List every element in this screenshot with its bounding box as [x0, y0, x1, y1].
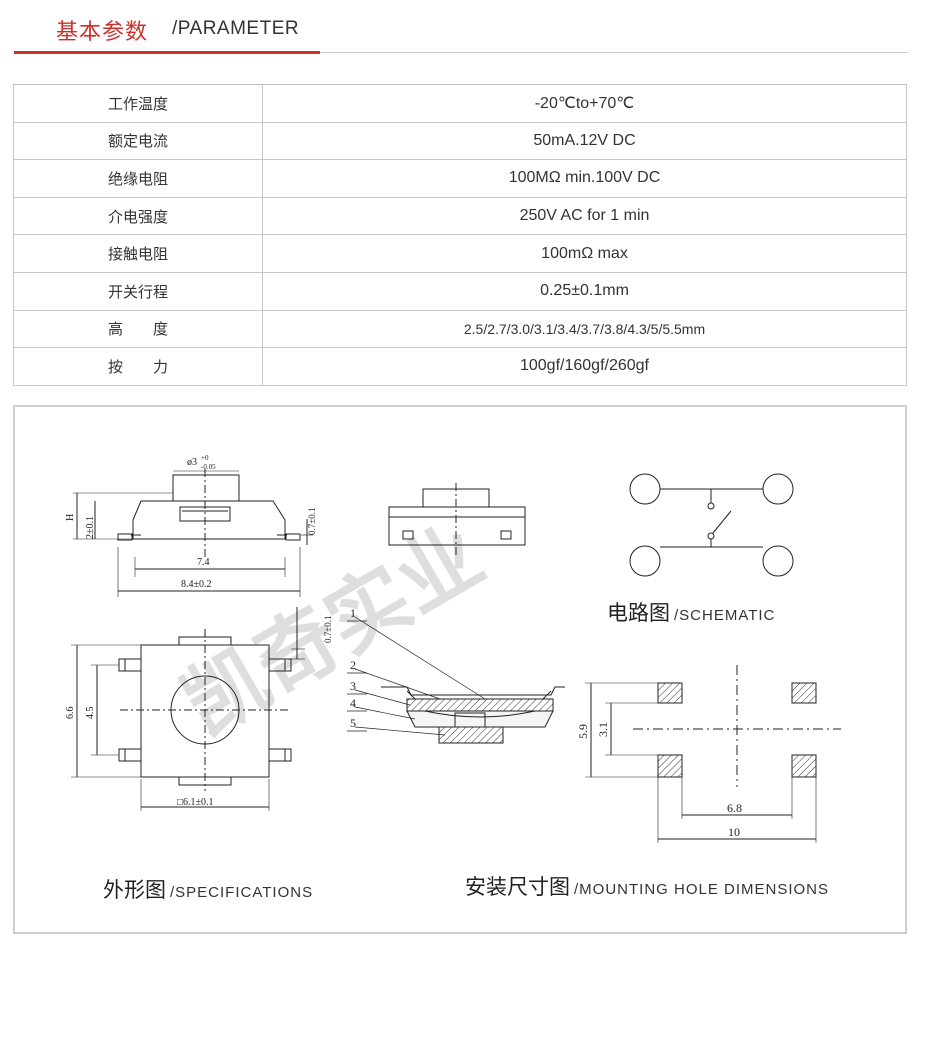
- dim-square-61: □6.1±0.1: [177, 797, 214, 808]
- parameter-value: 100mΩ max: [262, 234, 907, 273]
- part-label-1: 1: [350, 606, 356, 620]
- section-title-cn: 基本参数: [56, 20, 149, 45]
- schematic-caption-cn: 电路图: [607, 601, 670, 625]
- mount-caption-cn: 安装尺寸图: [465, 875, 570, 899]
- dim-width-84: 8.4±0.2: [181, 579, 212, 590]
- mount-caption: 安装尺寸图 /MOUNTING HOLE DIMENSIONS: [465, 871, 829, 901]
- parameter-name: 工作温度: [13, 84, 263, 123]
- parameter-name: 额定电流: [13, 121, 263, 161]
- side-view-drawing: [73, 469, 313, 597]
- dim-mount-31: 3.1: [596, 722, 610, 737]
- dim-height-45: 4.5: [85, 707, 96, 720]
- parameter-value: -20℃to+70℃: [262, 84, 907, 123]
- header-divider: [14, 52, 908, 53]
- parameter-name: 介电强度: [13, 196, 263, 236]
- dim-height-2: 2±0.1: [85, 516, 96, 539]
- parameter-value: 100MΩ min.100V DC: [262, 159, 907, 198]
- dim-top-07: 0.7±0.1: [323, 616, 333, 643]
- front-view-drawing: [388, 483, 526, 555]
- parameter-value: 100gf/160gf/260gf: [262, 347, 907, 386]
- technical-drawing: 凯奇实业 ø3: [65, 454, 841, 843]
- part-label-3: 3: [350, 679, 356, 693]
- dim-mount-10: 10: [728, 825, 740, 839]
- dim-diameter-tol-bot: -0.05: [201, 463, 216, 471]
- parameter-value: 50mA.12V DC: [262, 121, 907, 161]
- schematic-caption-en: /SCHEMATIC: [674, 607, 776, 624]
- parameter-name: 高 度: [13, 309, 263, 349]
- parameter-row: 工作温度-20℃to+70℃: [13, 84, 907, 123]
- parameter-name: 绝缘电阻: [13, 159, 263, 198]
- parameter-value: 2.5/2.7/3.0/3.1/3.4/3.7/3.8/4.3/5/5.5mm: [262, 309, 907, 349]
- dim-diameter: ø3: [187, 457, 197, 468]
- part-label-4: 4: [350, 696, 356, 710]
- section-title-en: /PARAMETER: [172, 18, 300, 39]
- parameter-name: 接触电阻: [13, 234, 263, 273]
- parameter-name: 按 力: [13, 347, 263, 386]
- schematic-drawing: [629, 473, 794, 577]
- section-header: 基本参数 /PARAMETER: [0, 0, 931, 56]
- dim-diameter-tol-top: +0: [201, 454, 209, 462]
- dim-mount-59: 5.9: [576, 724, 590, 739]
- specs-caption: 外形图 /SPECIFICATIONS: [103, 874, 313, 904]
- dim-height-66: 6.6: [65, 707, 76, 720]
- part-label-5: 5: [350, 716, 356, 730]
- schematic-caption: 电路图 /SCHEMATIC: [607, 597, 775, 627]
- dim-mount-68: 6.8: [727, 801, 742, 815]
- section-view-drawing: [347, 616, 565, 744]
- mount-caption-en: /MOUNTING HOLE DIMENSIONS: [574, 881, 830, 898]
- dim-offset-07: 0.7±0.1: [307, 508, 317, 535]
- dim-width-74: 7.4: [197, 557, 210, 568]
- mounting-hole-drawing: [585, 665, 841, 843]
- parameter-value: 250V AC for 1 min: [262, 196, 907, 236]
- parameter-value: 0.25±0.1mm: [262, 271, 907, 311]
- parameter-name: 开关行程: [13, 271, 263, 311]
- top-view-drawing: [71, 607, 305, 811]
- specs-caption-cn: 外形图: [103, 878, 166, 902]
- dim-height-H: H: [65, 514, 76, 521]
- specs-caption-en: /SPECIFICATIONS: [170, 884, 314, 901]
- part-label-2: 2: [350, 658, 356, 672]
- diagram-panel: 凯奇实业 ø3: [13, 405, 907, 934]
- header-accent-bar: [14, 51, 320, 54]
